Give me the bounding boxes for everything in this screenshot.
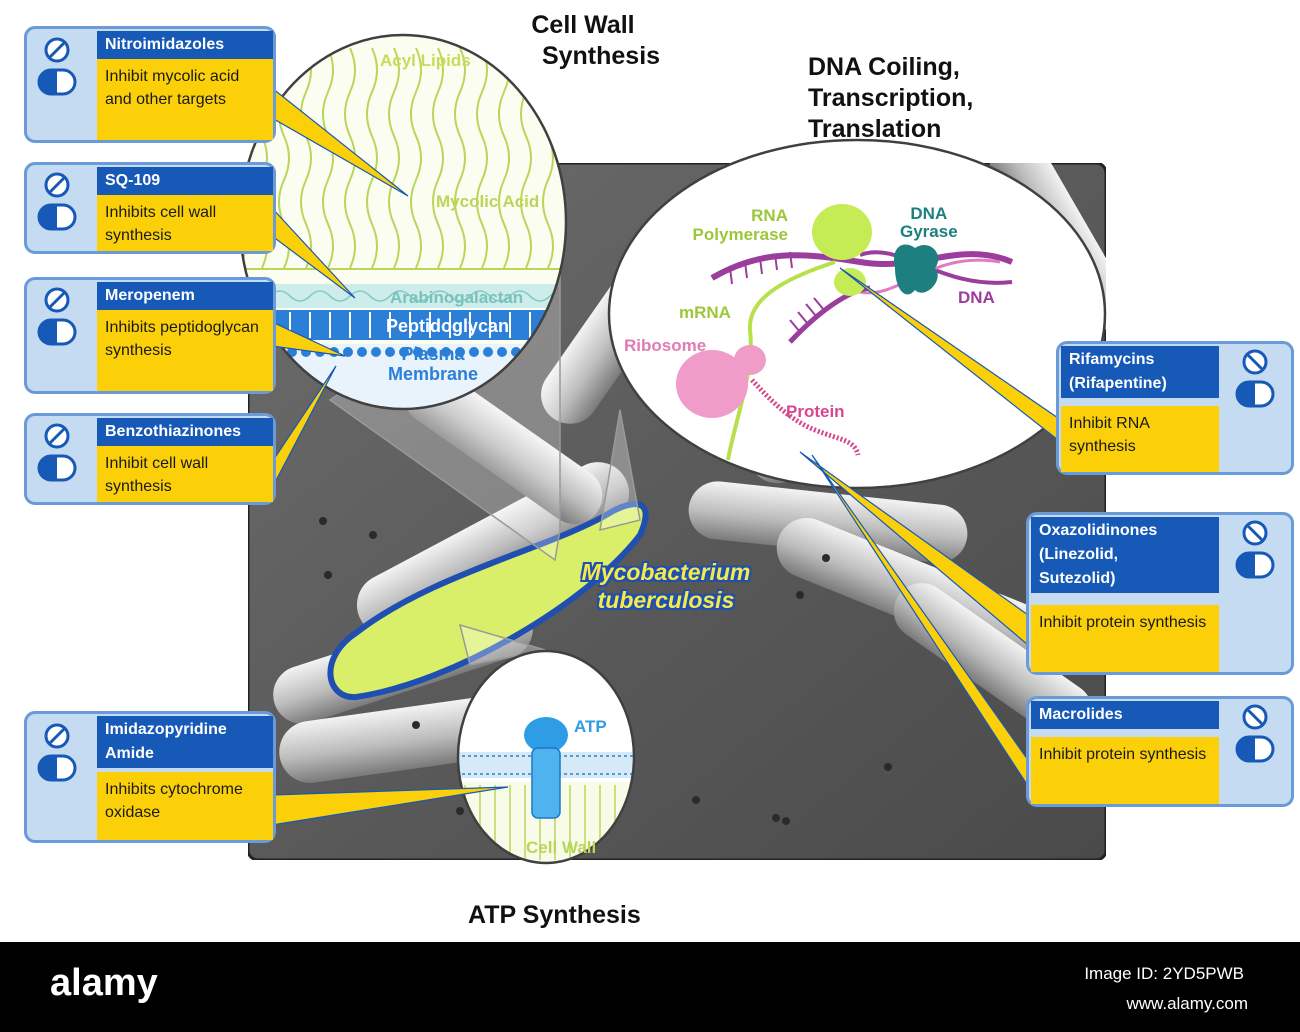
drug-card-imidazopyridine-amide: Imidazopyridine Amide Inhibits cytochrom… bbox=[24, 711, 276, 843]
plasma-membrane-label: Plasma Membrane bbox=[388, 344, 478, 384]
acyl-lipids-label: Acyl Lipids bbox=[380, 51, 471, 70]
arabinogalactan-label: Arabinogalactan bbox=[390, 288, 524, 307]
drug-name-line: Meropenem bbox=[105, 287, 195, 304]
pill-capsule-icon bbox=[37, 423, 77, 482]
drug-name: SQ-109 bbox=[97, 167, 273, 195]
drug-name: Benzothiazinones bbox=[97, 418, 273, 446]
title-line: Translation bbox=[808, 115, 942, 143]
rna-polymerase-line: Polymerase bbox=[692, 225, 788, 244]
drug-name-line: Oxazolidinones bbox=[1039, 522, 1158, 539]
protein-label: Protein bbox=[786, 402, 845, 421]
drug-name-line: (Linezolid, bbox=[1039, 546, 1119, 563]
drug-card-rifamycins: Rifamycins (Rifapentine) Inhibit RNA syn… bbox=[1056, 341, 1294, 475]
pill-capsule-icon bbox=[37, 287, 77, 346]
rna-polymerase-line: RNA bbox=[751, 206, 788, 225]
alamy-logo[interactable]: alamy bbox=[50, 962, 158, 1004]
drug-name: Oxazolidinones (Linezolid, Sutezolid) bbox=[1031, 517, 1219, 593]
dna-label: DNA bbox=[958, 288, 995, 307]
drug-name: Imidazopyridine Amide bbox=[97, 716, 273, 768]
mrna-label: mRNA bbox=[679, 303, 731, 322]
rna-polymerase-label: RNA Polymerase bbox=[680, 206, 788, 244]
organism-line: tuberculosis bbox=[597, 587, 735, 613]
atp-synthesis-title: ATP Synthesis bbox=[468, 901, 641, 929]
pill-capsule-icon bbox=[1235, 520, 1275, 579]
drug-name-line: Imidazopyridine bbox=[105, 721, 227, 738]
drug-name-line: SQ-109 bbox=[105, 172, 161, 189]
image-id-text: Image ID: 2YD5PWB bbox=[1084, 964, 1244, 983]
title-line: Cell Wall bbox=[531, 11, 635, 39]
atp-cell-wall-label: Cell Wall bbox=[526, 838, 597, 857]
drug-name-line: (Rifapentine) bbox=[1069, 375, 1167, 392]
drug-name-line: Amide bbox=[105, 745, 154, 762]
drug-action: Inhibit protein synthesis bbox=[1031, 605, 1219, 672]
ribosome-label: Ribosome bbox=[624, 336, 707, 355]
drug-name-line: Benzothiazinones bbox=[105, 423, 242, 440]
dna-gyrase-line: DNA bbox=[910, 204, 948, 223]
drug-name-line: Rifamycins bbox=[1069, 351, 1155, 368]
drug-name: Meropenem bbox=[97, 282, 273, 310]
pill-capsule-icon bbox=[37, 723, 77, 782]
drug-card-nitroimidazoles: Nitroimidazoles Inhibit mycolic acid and… bbox=[24, 26, 276, 143]
drug-name: Nitroimidazoles bbox=[97, 31, 273, 59]
pill-capsule-icon bbox=[37, 172, 77, 231]
drug-name: Rifamycins (Rifapentine) bbox=[1061, 346, 1219, 398]
drug-name-line: Sutezolid) bbox=[1039, 570, 1116, 587]
organism-line: Mycobacterium bbox=[581, 559, 751, 585]
drug-card-benzothiazinones: Benzothiazinones Inhibit cell wall synth… bbox=[24, 413, 276, 505]
drug-action: Inhibits peptidoglycan synthesis bbox=[97, 310, 273, 391]
dna-coiling-title: DNA Coiling, Transcription, Translation bbox=[808, 52, 973, 145]
drug-name-line: Macrolides bbox=[1039, 706, 1123, 723]
electron-micrograph bbox=[248, 163, 1106, 860]
drug-action: Inhibit mycolic acid and other targets bbox=[97, 59, 273, 140]
tb-drug-targets-diagram: Cell Wall Synthesis DNA Coiling, Transcr… bbox=[24, 10, 1294, 929]
mycolic-acid-label: Mycolic Acid bbox=[436, 192, 540, 211]
organism-label: Mycobacterium tuberculosis bbox=[560, 558, 772, 614]
drug-card-oxazolidinones: Oxazolidinones (Linezolid, Sutezolid) In… bbox=[1026, 512, 1294, 675]
dna-gyrase-label: DNA Gyrase bbox=[900, 205, 958, 241]
drug-card-meropenem: Meropenem Inhibits peptidoglycan synthes… bbox=[24, 277, 276, 394]
title-line: Transcription, bbox=[808, 84, 974, 112]
peptidoglycan-label: Peptidoglycan bbox=[386, 316, 510, 336]
atp-label: ATP bbox=[574, 717, 607, 736]
dna-gyrase-line: Gyrase bbox=[900, 222, 958, 241]
title-line: DNA Coiling, bbox=[808, 53, 960, 81]
drug-name-line: Nitroimidazoles bbox=[105, 36, 225, 53]
drug-action: Inhibit protein synthesis bbox=[1031, 737, 1219, 804]
pill-capsule-icon bbox=[37, 37, 77, 96]
pill-capsule-icon bbox=[1235, 349, 1275, 408]
stock-footer-bar: alamy Image ID: 2YD5PWB www.alamy.com bbox=[0, 942, 1300, 1032]
plasma-membrane-line: Plasma bbox=[401, 344, 465, 364]
cell-wall-synthesis-title: Cell Wall Synthesis bbox=[500, 10, 666, 72]
drug-card-macrolides: Macrolides Inhibit protein synthesis bbox=[1026, 696, 1294, 807]
drug-action: Inhibits cell wall synthesis bbox=[97, 195, 273, 251]
drug-name: Macrolides bbox=[1031, 701, 1219, 729]
drug-action: Inhibit cell wall synthesis bbox=[97, 446, 273, 502]
title-line: Synthesis bbox=[541, 42, 661, 70]
drug-card-sq109: SQ-109 Inhibits cell wall synthesis bbox=[24, 162, 276, 254]
drug-action: Inhibit RNA synthesis bbox=[1061, 406, 1219, 472]
plasma-membrane-line: Membrane bbox=[388, 364, 479, 384]
drug-action: Inhibits cytochrome oxidase bbox=[97, 772, 273, 840]
pill-capsule-icon bbox=[1235, 704, 1275, 763]
site-url-link[interactable]: www.alamy.com bbox=[1126, 994, 1248, 1013]
